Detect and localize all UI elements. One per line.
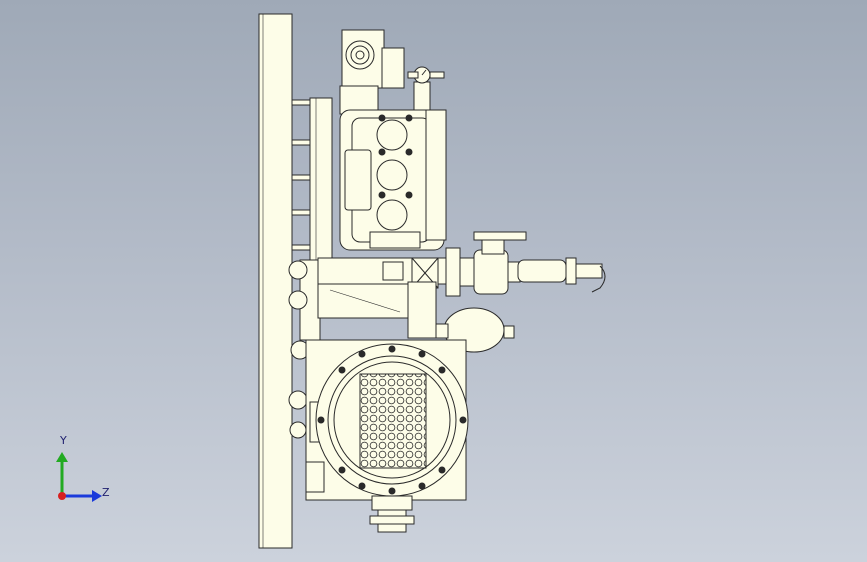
drain-valve: [371, 495, 413, 511]
axis-triad: Y Z: [40, 434, 120, 518]
axis-z-label: Z: [102, 486, 110, 499]
axis-y-label: Y: [60, 434, 67, 447]
support-rails: [291, 99, 313, 251]
pipe-flange: [445, 247, 461, 297]
axis-triad-graphic: [56, 452, 102, 502]
mounting-plate: [258, 13, 293, 549]
filter-element: [359, 373, 427, 469]
relief-valve: [517, 259, 567, 283]
